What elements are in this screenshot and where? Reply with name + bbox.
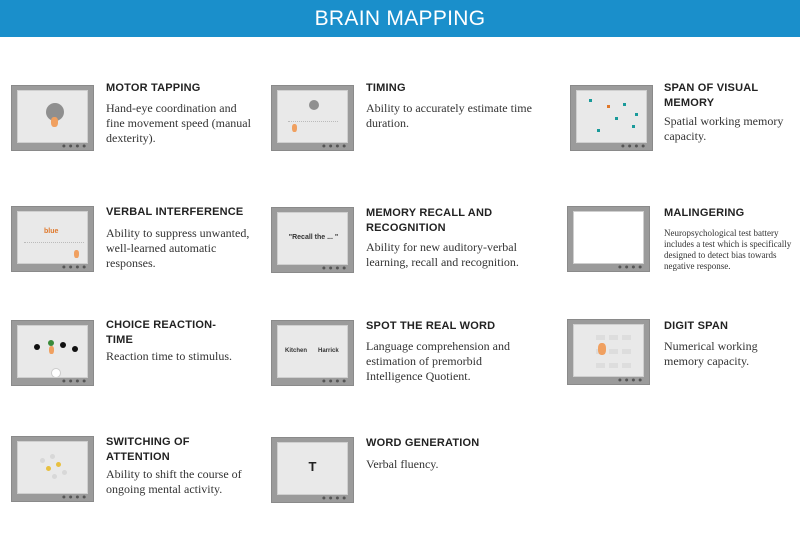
attention-circle	[40, 458, 45, 463]
attention-circle	[50, 454, 55, 459]
timing-title: TIMING	[366, 82, 406, 94]
malingering-thumbnail[interactable]: ● ● ● ●	[567, 206, 650, 272]
motor-tapping-description: Hand-eye coordination and fine movement …	[106, 101, 251, 145]
thumbnail-screen: "Recall the ... "	[277, 212, 348, 265]
verbal-interference-title: VERBAL INTERFERENCE	[106, 206, 244, 218]
stimulus-dot-active	[48, 340, 54, 346]
memory-square	[623, 103, 626, 106]
motor-tapping-title: MOTOR TAPPING	[106, 82, 201, 94]
timing-thumbnail[interactable]: ● ● ● ●	[271, 85, 354, 151]
progress-dots-icon: ● ● ● ●	[322, 378, 347, 383]
finger-icon	[292, 124, 297, 132]
color-word: blue	[44, 228, 59, 235]
thumbnail-screen: blue	[17, 211, 88, 264]
stimulus-circle	[309, 100, 319, 110]
stimulus-dot	[34, 344, 40, 350]
switching-attention-title: SWITCHING OF ATTENTION	[106, 436, 190, 463]
finger-icon	[49, 346, 54, 354]
thumbnail-screen	[573, 324, 644, 377]
progress-dots-icon: ● ● ● ●	[62, 264, 87, 269]
finger-icon	[51, 117, 58, 127]
thumbnail-screen: Kitchen Harrick	[277, 325, 348, 378]
finger-icon	[74, 250, 79, 258]
verbal-interference-thumbnail[interactable]: blue ● ● ● ●	[11, 206, 94, 272]
recall-prompt: "Recall the ... "	[288, 234, 339, 241]
choice-reaction-description: Reaction time to stimulus.	[106, 349, 232, 363]
word-choice: Harrick	[318, 348, 339, 354]
switching-attention-thumbnail[interactable]: ● ● ● ●	[11, 436, 94, 502]
attention-circle	[62, 470, 67, 475]
malingering-description: Neuropsychological test battery includes…	[664, 228, 792, 271]
progress-dots-icon: ● ● ● ●	[322, 495, 347, 500]
memory-square	[597, 129, 600, 132]
progress-dots-icon: ● ● ● ●	[62, 378, 87, 383]
thumbnail-screen: T	[277, 442, 348, 495]
memory-recall-thumbnail[interactable]: "Recall the ... " ● ● ● ●	[271, 207, 354, 273]
choice-reaction-title: CHOICE REACTION-TIME	[106, 319, 217, 346]
target-circle	[46, 103, 64, 121]
progress-dots-icon: ● ● ● ●	[62, 494, 87, 499]
timeline-bar	[288, 121, 338, 124]
attention-circle	[52, 474, 57, 479]
stimulus-dot	[60, 342, 66, 348]
malingering-title: MALINGERING	[664, 207, 745, 219]
progress-dots-icon: ● ● ● ●	[322, 265, 347, 270]
attention-circle	[46, 466, 51, 471]
attention-circle	[56, 462, 61, 467]
spot-real-word-thumbnail[interactable]: Kitchen Harrick ● ● ● ●	[271, 320, 354, 386]
page-title: BRAIN MAPPING	[0, 0, 800, 37]
thumbnail-screen	[576, 90, 647, 143]
memory-recall-description: Ability for new auditory-verbal learning…	[366, 240, 519, 269]
finger-icon	[598, 343, 606, 355]
word-generation-description: Verbal fluency.	[366, 457, 439, 471]
switching-attention-description: Ability to shift the course of ongoing m…	[106, 467, 242, 496]
digit-span-title: DIGIT SPAN	[664, 320, 729, 332]
visual-memory-title: SPAN OF VISUAL MEMORY	[664, 82, 759, 109]
home-button-circle	[51, 368, 61, 377]
timing-description: Ability to accurately estimate time dura…	[366, 101, 532, 130]
spot-real-word-title: SPOT THE REAL WORD	[366, 320, 496, 332]
memory-square	[632, 125, 635, 128]
motor-tapping-thumbnail[interactable]: ● ● ● ●	[11, 85, 94, 151]
word-generation-thumbnail[interactable]: T ● ● ● ●	[271, 437, 354, 503]
spot-real-word-description: Language comprehension and estimation of…	[366, 339, 510, 383]
visual-memory-description: Spatial working memory capacity.	[664, 114, 784, 143]
answer-row	[24, 242, 84, 243]
visual-memory-thumbnail[interactable]: ● ● ● ●	[570, 85, 653, 151]
memory-square	[635, 113, 638, 116]
letter-prompt: T	[308, 459, 317, 474]
thumbnail-screen	[17, 90, 88, 143]
digit-span-description: Numerical working memory capacity.	[664, 339, 758, 368]
thumbnail-screen	[17, 441, 88, 494]
memory-square	[589, 99, 592, 102]
progress-dots-icon: ● ● ● ●	[621, 143, 646, 148]
progress-dots-icon: ● ● ● ●	[322, 143, 347, 148]
word-generation-title: WORD GENERATION	[366, 437, 480, 449]
stimulus-dot	[72, 346, 78, 352]
choice-reaction-thumbnail[interactable]: ● ● ● ●	[11, 320, 94, 386]
progress-dots-icon: ● ● ● ●	[618, 264, 643, 269]
memory-square	[615, 117, 618, 120]
thumbnail-screen	[17, 325, 88, 378]
word-choice: Kitchen	[285, 348, 308, 354]
digit-span-thumbnail[interactable]: ● ● ● ●	[567, 319, 650, 385]
thumbnail-screen	[277, 90, 348, 143]
thumbnail-screen	[573, 211, 644, 264]
verbal-interference-description: Ability to suppress unwanted, well-learn…	[106, 226, 250, 270]
progress-dots-icon: ● ● ● ●	[62, 143, 87, 148]
memory-recall-title: MEMORY RECALL AND RECOGNITION	[366, 207, 493, 234]
progress-dots-icon: ● ● ● ●	[618, 377, 643, 382]
memory-square	[607, 105, 610, 108]
